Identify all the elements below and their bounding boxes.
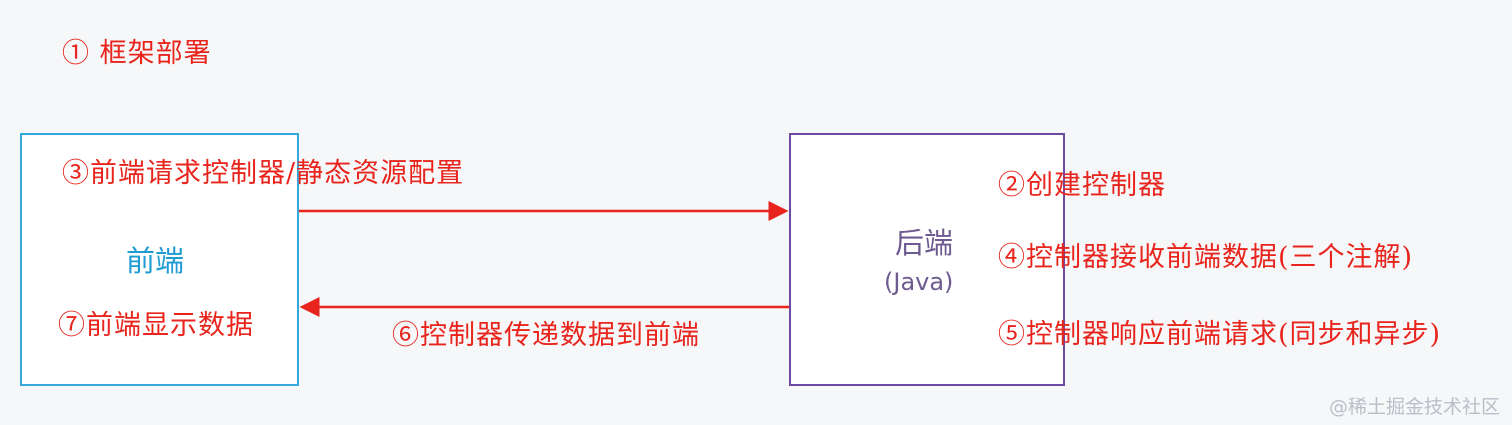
backend-language-label: (Java) bbox=[884, 268, 954, 296]
frontend-label: 前端 bbox=[126, 244, 185, 278]
watermark-text: @稀土掘金技术社区 bbox=[1328, 396, 1500, 418]
frontend-box bbox=[20, 133, 299, 386]
step-1-framework-deploy: ① 框架部署 bbox=[62, 38, 212, 69]
step-7-frontend-display: ⑦前端显示数据 bbox=[58, 310, 254, 341]
step-6-pass-data: ⑥控制器传递数据到前端 bbox=[392, 320, 700, 351]
step-2-create-controller: ②创建控制器 bbox=[998, 170, 1166, 201]
step-3-request-controller: ③前端请求控制器/静态资源配置 bbox=[62, 158, 465, 189]
backend-box bbox=[789, 133, 1065, 386]
step-5-respond-request: ⑤控制器响应前端请求(同步和异步) bbox=[998, 319, 1442, 350]
backend-label: 后端 bbox=[895, 226, 954, 260]
step-4-receive-data: ④控制器接收前端数据(三个注解) bbox=[998, 242, 1414, 273]
